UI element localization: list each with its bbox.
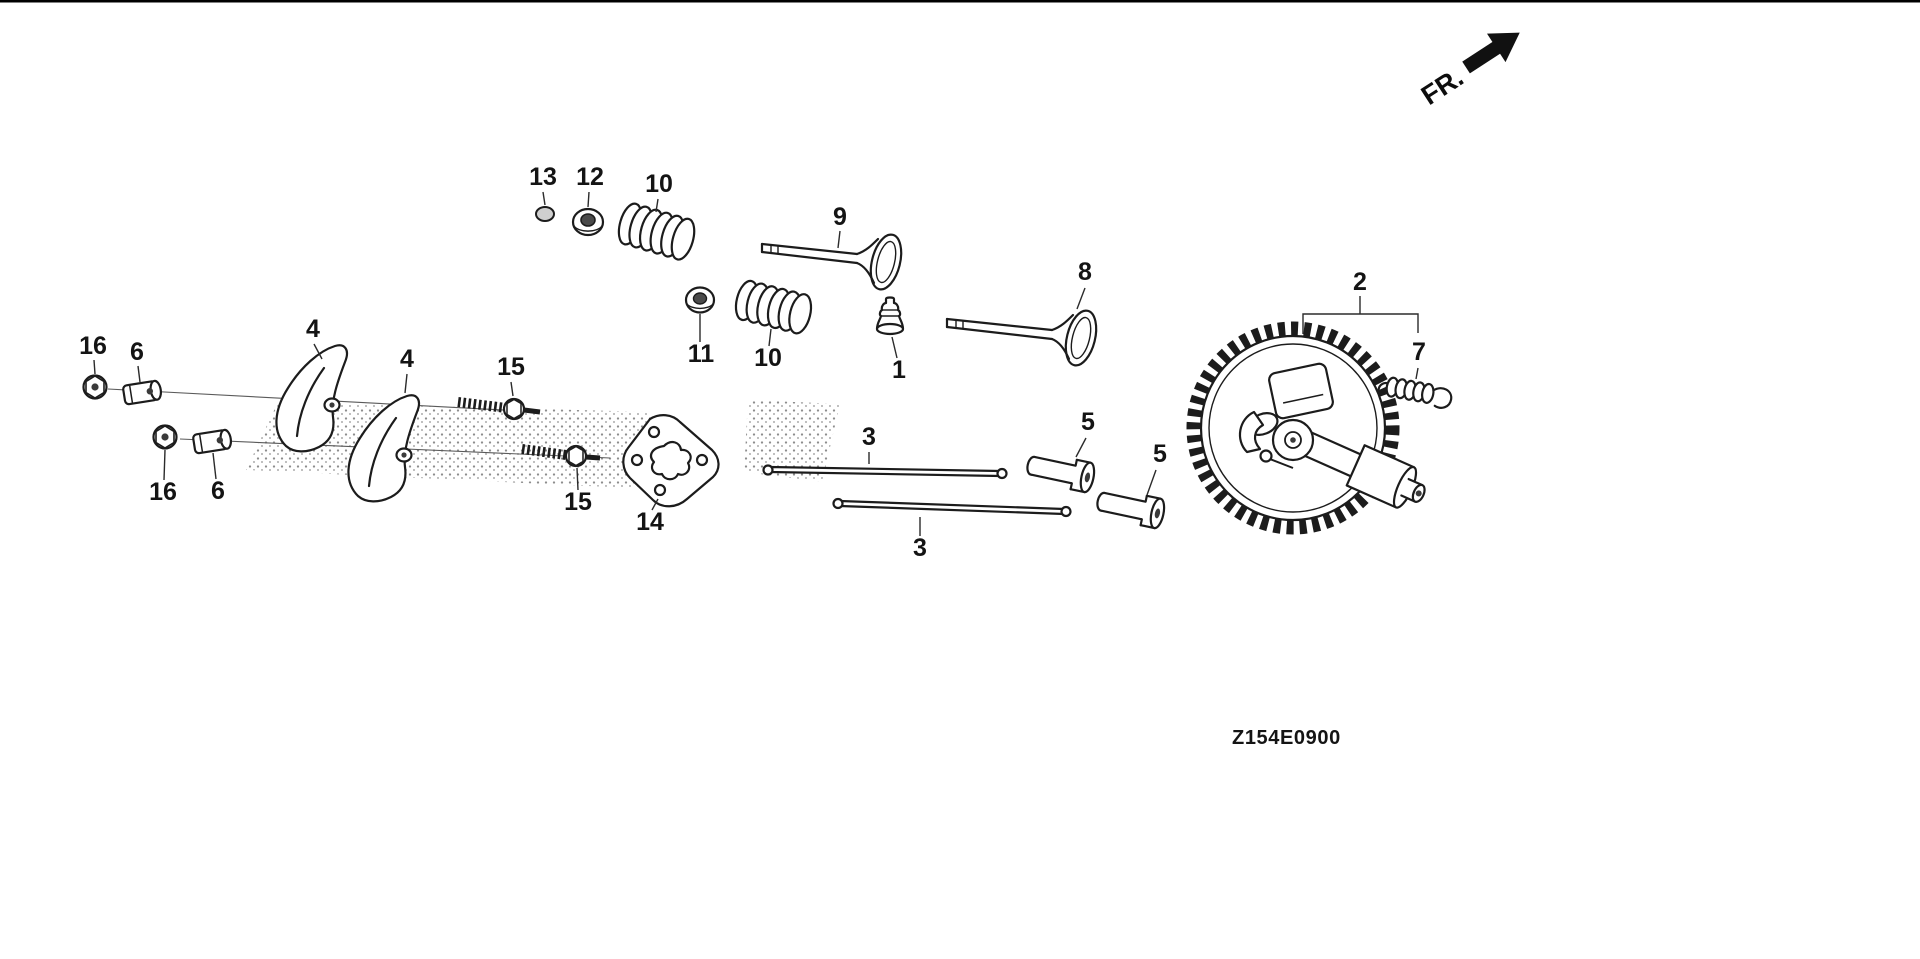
- fr-arrow-shaft: [1462, 40, 1502, 74]
- spring-retainer-part12: [571, 207, 605, 237]
- fr-direction-indicator: FR.: [1416, 32, 1520, 111]
- callout-14: 14: [636, 508, 664, 536]
- callout-9: 9: [833, 203, 847, 231]
- spring-seat-part11: [684, 286, 716, 314]
- callout-16-a: 16: [79, 332, 107, 360]
- callout-1: 1: [892, 356, 906, 384]
- cam-lobe-boss: [1268, 362, 1334, 420]
- callout-5-b: 5: [1153, 440, 1167, 468]
- callout-7: 7: [1412, 338, 1426, 366]
- adjusting-stud-part15-lower: [521, 444, 601, 468]
- callout-2: 2: [1353, 268, 1367, 296]
- callout-5-a: 5: [1081, 408, 1095, 436]
- callout-8: 8: [1078, 258, 1092, 286]
- rocker-arm-part4-lower: [347, 394, 421, 503]
- cam-gear-teeth: [1186, 321, 1400, 535]
- fr-label: FR.: [1416, 62, 1469, 111]
- camshaft-assembly-part2: [1186, 321, 1426, 535]
- callout-10-a: 10: [645, 170, 673, 198]
- return-spring-part7: [1377, 376, 1453, 409]
- callout-4-b: 4: [400, 345, 414, 373]
- decompressor-weight: [1238, 410, 1265, 454]
- guide-plate-part14: [622, 414, 720, 508]
- callout-4-a: 4: [306, 315, 320, 343]
- valve-guide-part5-upper: [1026, 455, 1096, 494]
- callout-11: 11: [688, 340, 715, 368]
- intake-valve-part9: [760, 233, 903, 291]
- callout-12: 12: [576, 163, 604, 191]
- valve-spring-part10-lower: [734, 279, 813, 335]
- adjusting-stud-part15-upper: [457, 397, 541, 421]
- callout-3-a: 3: [862, 423, 876, 451]
- valve-guide-part5-lower: [1096, 491, 1166, 530]
- valve-cap-part13: [535, 206, 555, 222]
- camshaft-journal: [1294, 428, 1426, 509]
- push-rod-part3-lower: [832, 497, 1072, 518]
- callout-6-a: 6: [130, 338, 144, 366]
- rocker-arm-part4-upper: [275, 344, 349, 453]
- pivot-nut-part16-lower: [152, 424, 178, 450]
- rocker-pivot-part6-upper: [122, 379, 163, 406]
- valve-spring-part10-upper: [617, 202, 696, 261]
- page-top-border: [0, 0, 1920, 3]
- callout-labels: 13 12 10 9 8 2 7 16 6 4 4 15 11 10 1 3 5…: [79, 163, 1426, 562]
- exhaust-valve-part8: [945, 309, 1098, 367]
- callout-3-b: 3: [913, 534, 927, 562]
- fr-arrow-head: [1486, 32, 1520, 63]
- rocker-pivot-part6-lower: [192, 428, 233, 455]
- callout-15-a: 15: [497, 353, 525, 381]
- callout-15-b: 15: [564, 488, 592, 516]
- pivot-nut-part16-upper: [82, 374, 108, 400]
- callout-leader-lines: [93, 191, 1419, 536]
- diagram-code: Z154E0900: [1232, 727, 1341, 749]
- callout-6-b: 6: [211, 477, 225, 505]
- callout-13: 13: [529, 163, 557, 191]
- halftone-shading: [246, 400, 840, 490]
- callout-16-b: 16: [149, 478, 177, 506]
- callout-10-b: 10: [754, 344, 782, 372]
- push-rod-part3-upper: [762, 464, 1008, 480]
- valve-stem-seal-part1: [875, 296, 905, 336]
